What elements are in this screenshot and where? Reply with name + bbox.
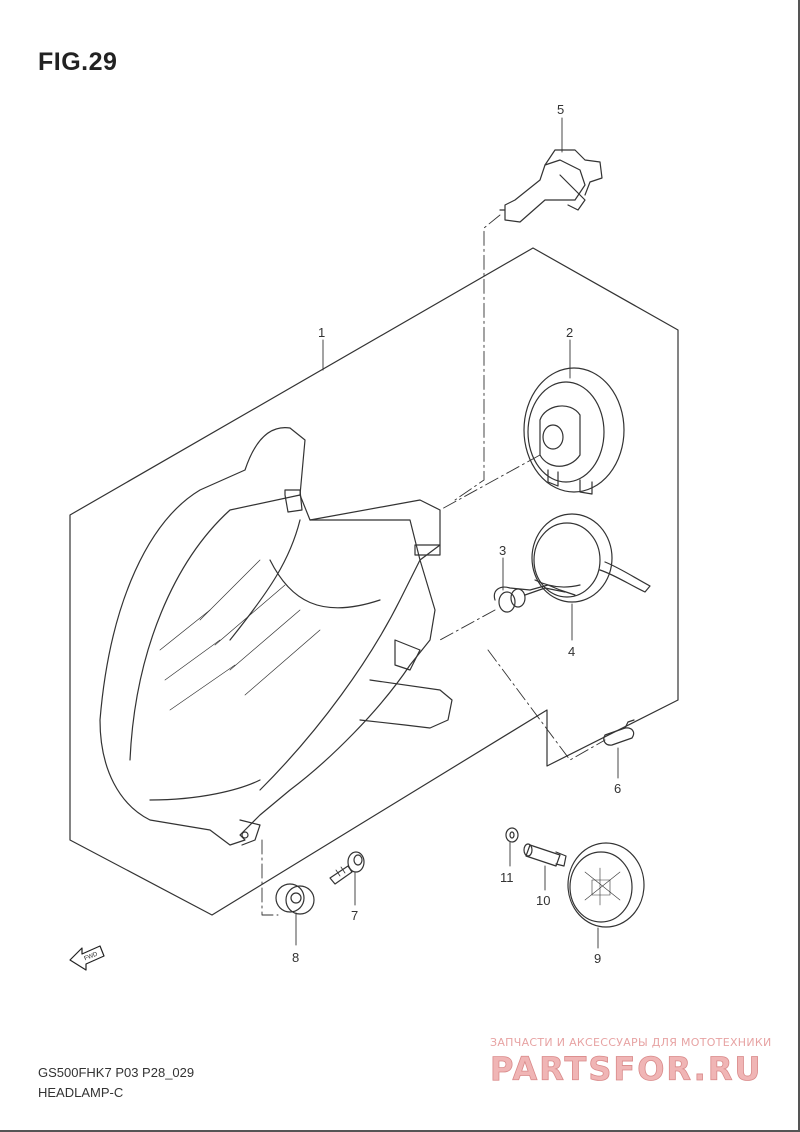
bulb-part-6 [603,719,635,746]
watermark-logo: PARTSFOR.RU [490,1050,762,1088]
socket-part-3 [493,584,576,613]
assembly-outline [69,247,679,916]
dust-cover-part-4 [531,513,651,603]
callout-3: 3 [499,543,506,558]
bolt-part-10 [523,843,567,867]
section-name: HEADLAMP-C [38,1085,124,1100]
screw-part-7 [329,851,365,885]
callout-6: 6 [614,781,621,796]
connector-lines [261,214,606,916]
fwd-label: FWD [84,951,100,962]
figure-title: FIG.29 [38,48,118,76]
washer-part-11 [505,827,519,843]
callout-2: 2 [566,325,573,340]
callout-1: 1 [318,325,325,340]
callout-9: 9 [594,951,601,966]
model-code: GS500FHK7 P03 P28_029 [38,1065,195,1080]
reflector-part-9 [567,842,645,928]
grommet-part-8 [275,883,315,915]
watermark-tagline: ЗАПЧАСТИ И АКСЕССУАРЫ ДЛЯ МОТОТЕХНИКИ [490,1036,772,1049]
socket-cover-part-2 [523,367,625,495]
callout-8: 8 [292,950,299,965]
callout-numbers: 5 1 2 3 4 6 7 8 9 10 11 [292,102,621,966]
fwd-arrow-icon: FWD [69,945,105,971]
bulb-part-5 [499,149,603,223]
callout-10: 10 [536,893,550,908]
headlamp-housing [99,427,453,846]
watermark-logo-text: PARTSFOR.RU [490,1050,762,1088]
callout-5: 5 [557,102,564,117]
callout-7: 7 [351,908,358,923]
callout-leaders [295,117,619,949]
callout-4: 4 [568,644,575,659]
callout-11: 11 [500,870,514,885]
